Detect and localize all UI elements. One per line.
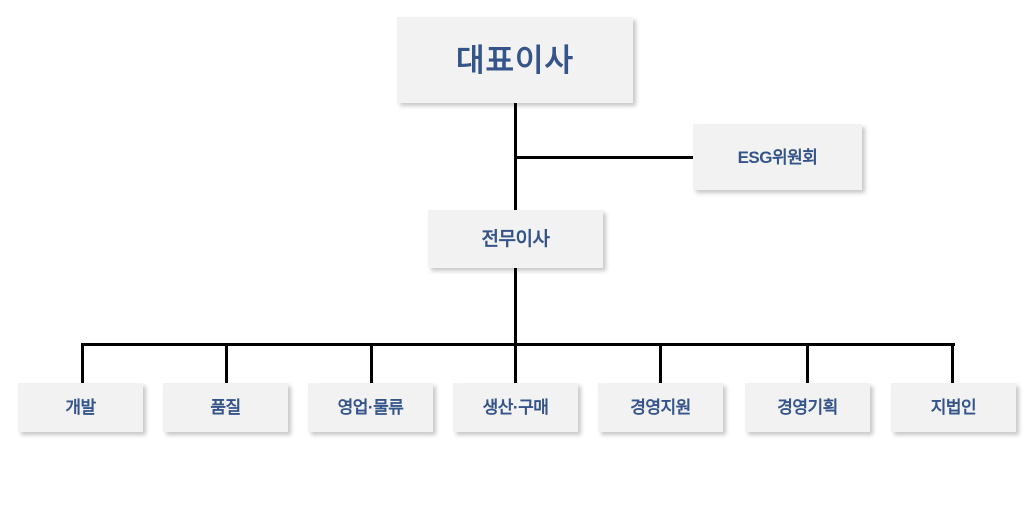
node-department-management-support-label: 경영지원 [630,398,691,417]
node-department-management-planning-label: 경영기획 [777,398,838,417]
node-department-production-purchasing-label: 생산·구매 [482,398,549,417]
node-executive-director-label: 전무이사 [481,228,550,250]
node-department-management-planning[interactable]: 경영기획 [745,383,870,432]
connector-stem-5 [659,343,662,385]
connector-stem-7 [951,343,954,385]
node-ceo-label: 대표이사 [455,42,575,78]
connector-ceo-to-committee [514,156,695,159]
node-department-sales-logistics-label: 영업·물류 [337,398,404,417]
connector-stem-2 [225,343,228,385]
connector-stem-1 [81,343,84,385]
node-department-production-purchasing[interactable]: 생산·구매 [453,383,578,432]
connector-stem-4 [514,343,517,385]
node-department-quality[interactable]: 품질 [163,383,288,432]
node-department-development-label: 개발 [65,398,96,417]
connector-stem-3 [370,343,373,385]
node-department-development[interactable]: 개발 [18,383,143,432]
connector-executive-to-bus [514,266,517,346]
connector-department-bus [81,343,955,346]
node-department-subsidiary[interactable]: 지법인 [891,383,1016,432]
node-executive-director[interactable]: 전무이사 [428,210,603,268]
node-department-quality-label: 품질 [210,398,241,417]
node-department-sales-logistics[interactable]: 영업·물류 [308,383,433,432]
connector-stem-6 [806,343,809,385]
node-ceo[interactable]: 대표이사 [397,17,633,103]
node-department-subsidiary-label: 지법인 [930,398,977,417]
node-esg-committee[interactable]: ESG위원회 [693,124,862,190]
node-esg-committee-label: ESG위원회 [737,147,818,167]
node-department-management-support[interactable]: 경영지원 [598,383,723,432]
